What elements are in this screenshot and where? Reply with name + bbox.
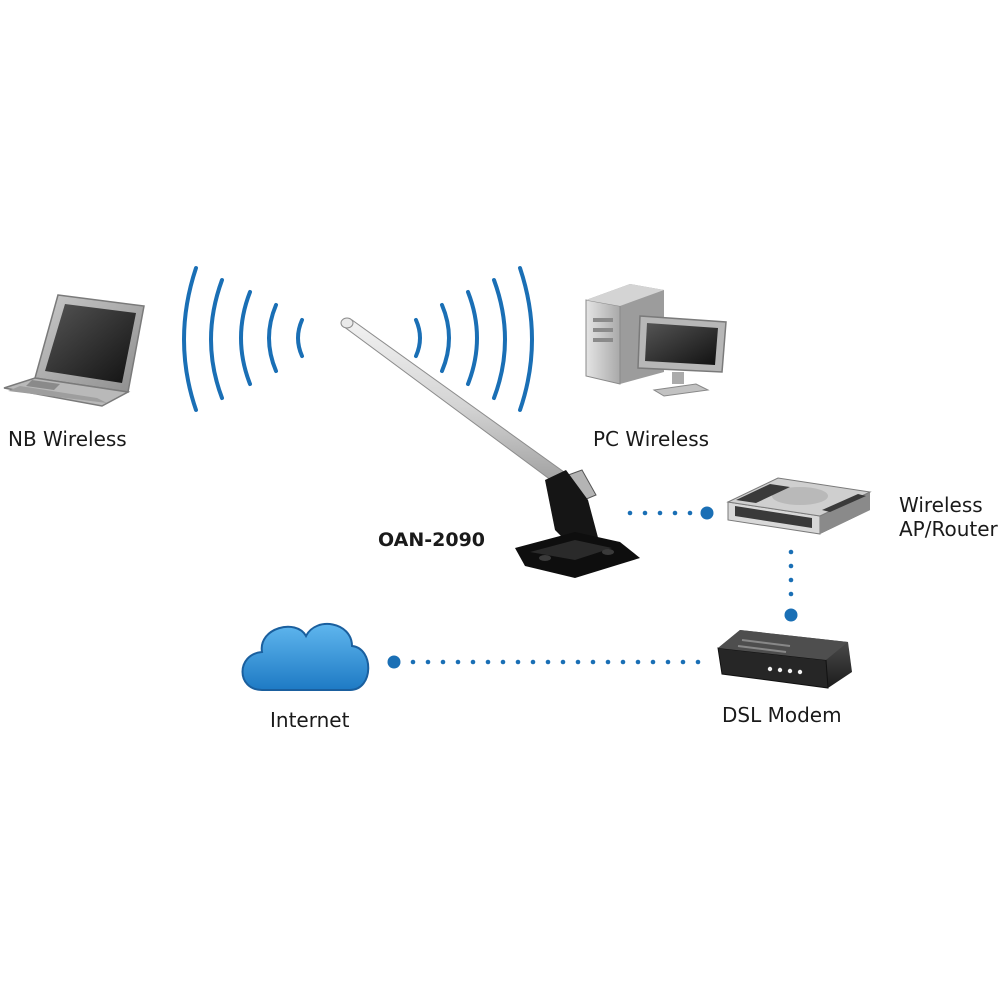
modem-icon xyxy=(717,630,852,689)
pc-wireless-label: PC Wireless xyxy=(593,427,710,451)
laptop-icon xyxy=(3,294,145,407)
desktop-pc-icon xyxy=(585,284,727,397)
wireless-ap-router-label-line2: AP/Router xyxy=(899,517,998,541)
internet-label: Internet xyxy=(270,708,350,732)
dsl-modem-label: DSL Modem xyxy=(722,703,842,727)
wireless-ap-router-label: Wireless AP/Router xyxy=(899,493,998,541)
nb-wireless-label: NB Wireless xyxy=(8,427,127,451)
antenna-model-label: OAN-2090 xyxy=(378,529,486,551)
antenna-icon xyxy=(340,317,640,578)
wifi-waves-icon xyxy=(182,266,304,412)
connection-modem-internet xyxy=(387,655,701,669)
wifi-waves-icon xyxy=(414,266,534,412)
connection-antenna-router xyxy=(627,506,714,520)
cloud-icon xyxy=(241,622,370,691)
wireless-ap-router-label-line1: Wireless xyxy=(899,493,983,517)
connection-router-modem xyxy=(784,549,798,622)
router-icon xyxy=(726,477,872,535)
